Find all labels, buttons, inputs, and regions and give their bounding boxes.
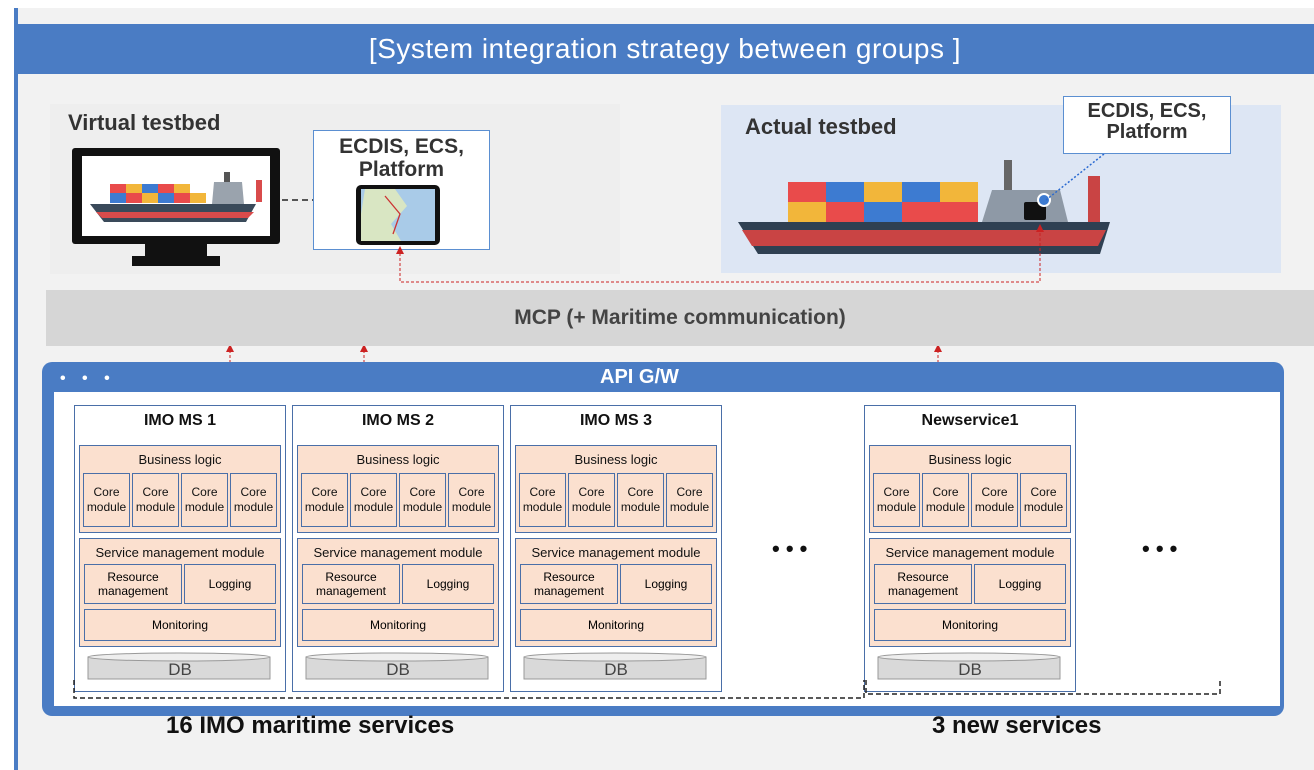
monitor-icon bbox=[72, 148, 280, 266]
service-management-module: Service management module Resource manag… bbox=[297, 538, 499, 647]
resource-management: Resource management bbox=[302, 564, 400, 604]
database-icon bbox=[305, 652, 489, 680]
more-new-services-ellipsis: • • • bbox=[1142, 536, 1178, 561]
logging: Logging bbox=[402, 564, 494, 604]
business-logic: Business logic Core module Core module C… bbox=[515, 445, 717, 533]
business-logic-label: Business logic bbox=[574, 452, 658, 467]
db-label: DB bbox=[386, 660, 410, 679]
core-module: Core module bbox=[568, 473, 615, 527]
core-module: Core module bbox=[350, 473, 397, 527]
core-module: Core module bbox=[132, 473, 179, 527]
service-imo-ms-3: IMO MS 3 Business logic Core module Core… bbox=[510, 405, 722, 692]
service-management-label: Service management module bbox=[95, 545, 265, 560]
core-module: Core module bbox=[83, 473, 130, 527]
actual-ecdis-pointer bbox=[1045, 153, 1105, 201]
db-label: DB bbox=[958, 660, 982, 679]
business-logic-label: Business logic bbox=[928, 452, 1012, 467]
core-module: Core module bbox=[399, 473, 446, 527]
business-logic: Business logic Core module Core module C… bbox=[297, 445, 499, 533]
database-icon bbox=[87, 652, 271, 680]
service-title: IMO MS 3 bbox=[579, 412, 652, 429]
resource-management: Resource management bbox=[84, 564, 182, 604]
service-management-module: Service management module Resource manag… bbox=[515, 538, 717, 647]
monitoring: Monitoring bbox=[520, 609, 712, 641]
core-module: Core module bbox=[971, 473, 1018, 527]
service-title: IMO MS 2 bbox=[361, 412, 434, 429]
resource-management: Resource management bbox=[520, 564, 618, 604]
more-services-ellipsis: • • • bbox=[772, 536, 808, 561]
api-gateway-label: API G/W bbox=[600, 366, 679, 388]
database-icon bbox=[523, 652, 707, 680]
tablet-chart-icon bbox=[356, 185, 440, 245]
business-logic: Business logic Core module Core module C… bbox=[79, 445, 281, 533]
core-module: Core module bbox=[922, 473, 969, 527]
business-logic: Business logic Core module Core module C… bbox=[869, 445, 1071, 533]
service-management-label: Service management module bbox=[531, 545, 701, 560]
imo-services-label: 16 IMO maritime services bbox=[166, 712, 455, 739]
monitoring: Monitoring bbox=[84, 609, 276, 641]
business-logic-label: Business logic bbox=[138, 452, 222, 467]
api-dots: • • • bbox=[60, 370, 116, 387]
monitoring: Monitoring bbox=[302, 609, 494, 641]
virtual-ecdis-label: ECDIS, ECS, Platform bbox=[339, 135, 464, 181]
core-module: Core module bbox=[873, 473, 920, 527]
service-management-module: Service management module Resource manag… bbox=[79, 538, 281, 647]
core-module: Core module bbox=[519, 473, 566, 527]
service-management-label: Service management module bbox=[313, 545, 483, 560]
mcp-bar: MCP (+ Maritime communication) bbox=[46, 290, 1314, 346]
actual-ecdis-box: ECDIS, ECS, Platform bbox=[1063, 96, 1231, 154]
actual-testbed-label: Actual testbed bbox=[745, 114, 897, 139]
diagram-title: [System integration strategy between gro… bbox=[16, 24, 1314, 74]
core-module: Core module bbox=[181, 473, 228, 527]
actual-ecdis-label: ECDIS, ECS, Platform bbox=[1087, 100, 1207, 143]
service-imo-ms-2: IMO MS 2 Business logic Core module Core… bbox=[292, 405, 504, 692]
core-module: Core module bbox=[448, 473, 495, 527]
database-icon bbox=[877, 652, 1061, 680]
cargo-ship-icon bbox=[738, 160, 1110, 254]
core-module: Core module bbox=[230, 473, 277, 527]
logging: Logging bbox=[974, 564, 1066, 604]
service-title: Newservice1 bbox=[921, 412, 1019, 429]
service-management-label: Service management module bbox=[885, 545, 1055, 560]
cargo-ship-icon bbox=[90, 172, 262, 222]
virtual-testbed-label: Virtual testbed bbox=[68, 110, 221, 135]
core-module: Core module bbox=[1020, 473, 1067, 527]
service-title: IMO MS 1 bbox=[143, 412, 216, 429]
service-imo-ms-1: IMO MS 1 Business logic Core module Core… bbox=[74, 405, 286, 692]
resource-management: Resource management bbox=[874, 564, 972, 604]
logging: Logging bbox=[184, 564, 276, 604]
db-label: DB bbox=[604, 660, 628, 679]
monitoring: Monitoring bbox=[874, 609, 1066, 641]
business-logic-label: Business logic bbox=[356, 452, 440, 467]
service-management-module: Service management module Resource manag… bbox=[869, 538, 1071, 647]
core-module: Core module bbox=[666, 473, 713, 527]
core-module: Core module bbox=[617, 473, 664, 527]
db-label: DB bbox=[168, 660, 192, 679]
logging: Logging bbox=[620, 564, 712, 604]
core-module: Core module bbox=[301, 473, 348, 527]
new-services-label: 3 new services bbox=[932, 712, 1102, 739]
service-newservice-1: Newservice1 Business logic Core module C… bbox=[864, 405, 1076, 692]
